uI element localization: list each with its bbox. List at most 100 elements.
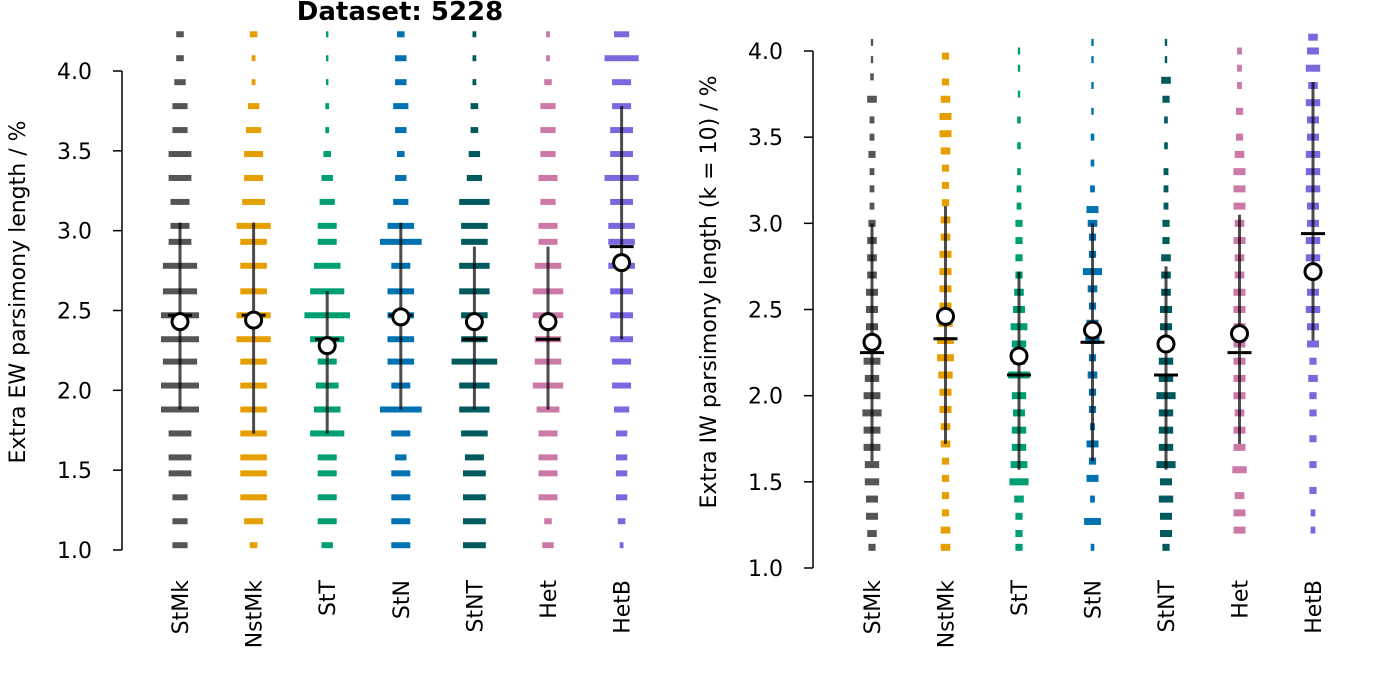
distribution-bar bbox=[1086, 206, 1099, 214]
distribution-bar bbox=[1308, 374, 1318, 382]
distribution-bar bbox=[1234, 492, 1245, 500]
distribution-bar bbox=[1233, 168, 1246, 176]
distribution-bar bbox=[612, 382, 632, 389]
ew-series-StMk bbox=[161, 31, 199, 549]
ew-x-tick-label: StN bbox=[390, 580, 415, 619]
distribution-bar bbox=[319, 198, 335, 205]
distribution-bar bbox=[391, 430, 411, 437]
distribution-bar bbox=[614, 31, 630, 38]
distribution-bar bbox=[326, 31, 329, 38]
distribution-bar bbox=[391, 518, 411, 525]
distribution-bar bbox=[168, 470, 192, 477]
distribution-bar bbox=[864, 461, 880, 469]
distribution-bar bbox=[1015, 237, 1023, 245]
distribution-bar bbox=[391, 494, 411, 501]
distribution-bar bbox=[470, 103, 479, 110]
distribution-bar bbox=[868, 150, 876, 158]
distribution-bar bbox=[1164, 56, 1168, 64]
distribution-bar bbox=[172, 518, 188, 525]
distribution-bar bbox=[1309, 461, 1317, 469]
distribution-bar bbox=[546, 55, 550, 62]
distribution-bar bbox=[317, 494, 337, 501]
distribution-bar bbox=[172, 542, 188, 549]
iw-y-axis: 1.01.52.02.53.03.54.0 bbox=[748, 40, 814, 582]
distribution-bar bbox=[1015, 543, 1023, 551]
distribution-bar bbox=[538, 470, 558, 477]
distribution-bar bbox=[940, 526, 951, 534]
distribution-bar bbox=[1234, 150, 1245, 158]
distribution-bar bbox=[317, 454, 337, 461]
iw-series-StT bbox=[1007, 47, 1031, 551]
distribution-bar bbox=[321, 542, 333, 549]
distribution-bar bbox=[240, 494, 267, 501]
distribution-bar bbox=[461, 430, 488, 437]
distribution-bar bbox=[461, 238, 488, 245]
distribution-bar bbox=[172, 127, 188, 134]
distribution-bar bbox=[538, 238, 558, 245]
distribution-bar bbox=[174, 79, 186, 86]
distribution-bar bbox=[1310, 509, 1316, 517]
ew-series-StN bbox=[379, 31, 422, 549]
distribution-bar bbox=[1091, 107, 1094, 115]
distribution-bar bbox=[395, 174, 407, 181]
mean-point bbox=[538, 312, 558, 332]
distribution-bar bbox=[941, 199, 950, 207]
distribution-bar bbox=[1160, 530, 1172, 538]
distribution-bar bbox=[869, 185, 875, 193]
mean-point bbox=[1303, 262, 1323, 282]
figure-title: Dataset: 5228 bbox=[297, 0, 503, 27]
distribution-bar bbox=[393, 103, 409, 110]
mean-point bbox=[244, 310, 264, 330]
distribution-bar bbox=[870, 38, 874, 46]
distribution-bar bbox=[940, 95, 951, 103]
iw-y-tick-label: 3.0 bbox=[748, 212, 783, 237]
ew-x-tick-label: StT bbox=[316, 579, 341, 616]
distribution-bar bbox=[869, 133, 875, 141]
distribution-bar bbox=[1086, 474, 1099, 482]
distribution-bar bbox=[172, 103, 188, 110]
distribution-bar bbox=[544, 518, 552, 525]
distribution-bar bbox=[544, 79, 552, 86]
distribution-bar bbox=[244, 174, 264, 181]
distribution-bar bbox=[538, 222, 558, 229]
distribution-bar bbox=[1015, 512, 1023, 520]
iw-chart: Extra IW parsimony length (k = 10) / % 1… bbox=[697, 33, 1327, 648]
distribution-bar bbox=[168, 430, 192, 437]
ew-chart: Extra EW parsimony length / % 1.01.52.02… bbox=[6, 31, 639, 648]
distribution-bar bbox=[472, 79, 477, 86]
distribution-bar bbox=[1014, 495, 1024, 503]
distribution-bar bbox=[1016, 185, 1022, 193]
distribution-bar bbox=[1310, 526, 1316, 534]
distribution-bar bbox=[1233, 185, 1246, 193]
iw-y-axis-label: Extra IW parsimony length (k = 10) / % bbox=[697, 76, 722, 509]
distribution-bar bbox=[1307, 340, 1319, 348]
distribution-bar bbox=[542, 542, 554, 549]
distribution-bar bbox=[1160, 512, 1172, 520]
distribution-bar bbox=[1017, 168, 1021, 176]
distribution-bar bbox=[168, 174, 192, 181]
distribution-bar bbox=[941, 474, 950, 482]
distribution-bar bbox=[463, 494, 486, 501]
distribution-bar bbox=[1017, 64, 1021, 72]
distribution-bar bbox=[325, 127, 330, 134]
iw-y-tick-label: 2.5 bbox=[748, 299, 783, 324]
iw-x-tick-label: StNT bbox=[1155, 579, 1180, 632]
distribution-bar bbox=[1163, 168, 1169, 176]
distribution-bar bbox=[619, 542, 624, 549]
distribution-bar bbox=[1161, 254, 1171, 262]
distribution-bar bbox=[1091, 81, 1094, 89]
ew-series-Het bbox=[532, 31, 564, 549]
distribution-bar bbox=[313, 262, 341, 269]
distribution-bar bbox=[249, 542, 258, 549]
distribution-bar bbox=[1308, 33, 1318, 41]
distribution-bar bbox=[463, 518, 486, 525]
ew-plot-area bbox=[161, 31, 639, 549]
ew-x-tick-label: StNT bbox=[463, 579, 488, 632]
distribution-bar bbox=[941, 164, 950, 172]
ew-y-tick-label: 2.5 bbox=[57, 300, 92, 325]
mean-point bbox=[936, 306, 955, 326]
iw-x-tick-label: StT bbox=[1008, 579, 1033, 616]
distribution-bar bbox=[941, 509, 950, 517]
distribution-bar bbox=[242, 198, 265, 205]
distribution-bar bbox=[1305, 64, 1321, 72]
